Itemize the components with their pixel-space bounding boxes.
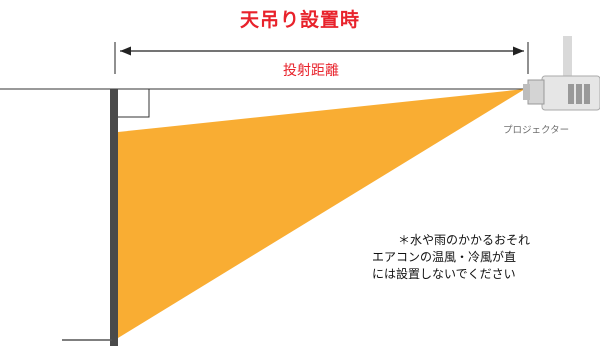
page-title: 天吊り設置時 [239,9,360,31]
distance-arrow-left-head [120,46,131,56]
installation-note: ＊水や雨のかかるおそれ エアコンの温風・冷風が直 には設置しないでください [372,232,600,283]
screen-wall [110,89,118,346]
right-angle-marker [118,89,150,118]
note-line-1: ＊水や雨のかかるおそれ [398,233,531,247]
projector-label: プロジェクター [503,125,570,136]
projection-distance-label: 投射距離 [283,63,339,79]
projection-beam [118,89,525,338]
projector-icon [523,36,600,111]
note-line-2: エアコンの温風・冷風が直 [372,250,517,264]
note-line-3: には設置しないでください [372,267,516,281]
distance-arrow-right-head [513,46,524,56]
